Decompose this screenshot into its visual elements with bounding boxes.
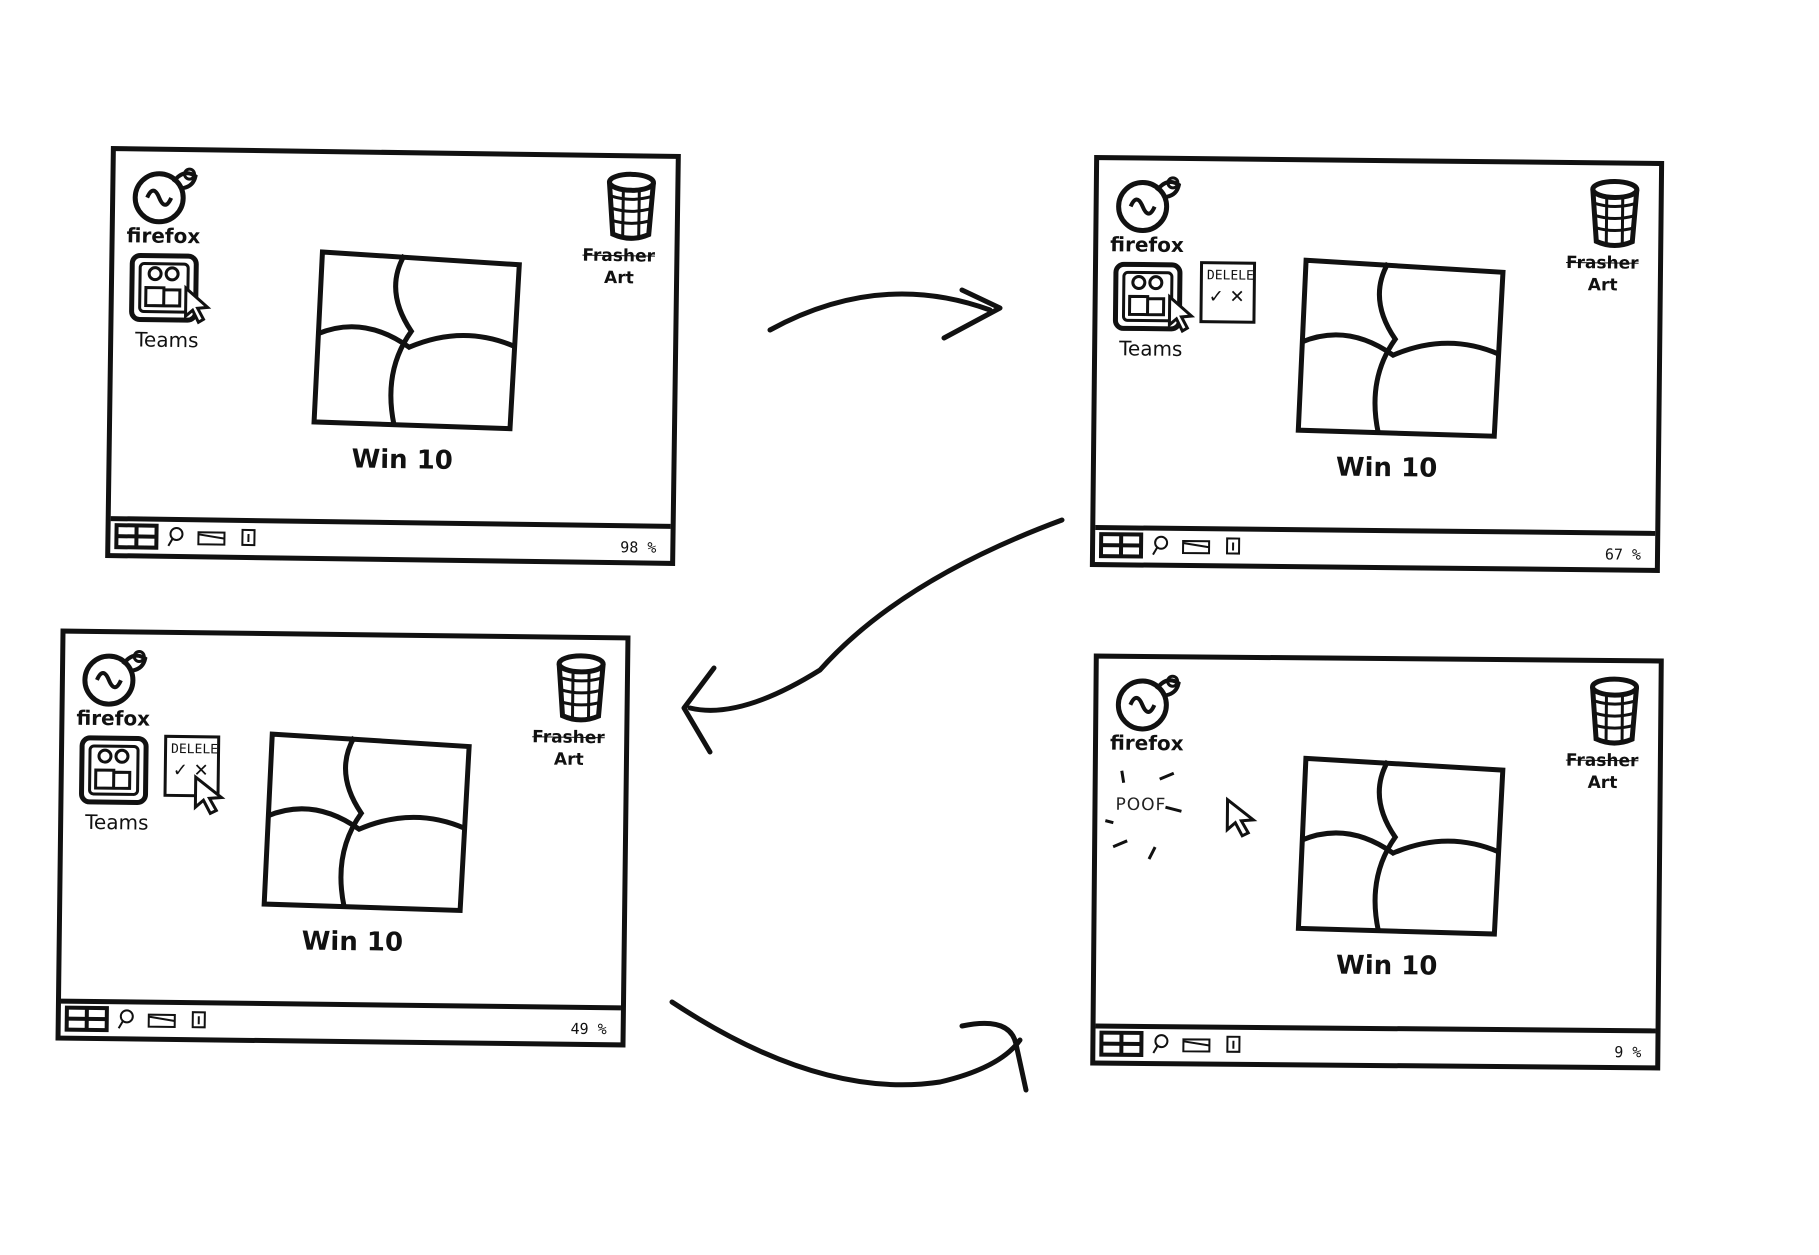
- recycle-bin-icon[interactable]: [552, 652, 609, 725]
- taskbar[interactable]: 49 %: [60, 998, 621, 1043]
- firefox-icon[interactable]: [1110, 168, 1191, 239]
- taskbar-icons[interactable]: [114, 523, 284, 551]
- battery-percent: 67 %: [1604, 545, 1642, 564]
- teams-label: Teams: [135, 327, 199, 353]
- store-icon: [191, 1011, 206, 1029]
- cursor-icon: [193, 774, 226, 816]
- start-icon: [1099, 1030, 1144, 1057]
- search-icon: [167, 526, 184, 547]
- recycle-bin-icon[interactable]: [1586, 675, 1643, 747]
- recycle-bin-label-2: Art: [1587, 275, 1618, 296]
- teams-icon[interactable]: [1111, 260, 1202, 334]
- center-label: Win 10: [1335, 950, 1438, 982]
- windows-logo-icon: [1295, 257, 1506, 439]
- popup-title: DELELE: [1206, 268, 1254, 284]
- windows-logo-icon: [261, 731, 472, 914]
- start-icon: [1098, 532, 1144, 559]
- teams-icon[interactable]: [77, 734, 168, 807]
- windows-logo-icon: [1295, 755, 1506, 937]
- folder-icon: [1182, 1038, 1211, 1053]
- flow-arrow: [669, 999, 1029, 1093]
- start-icon: [64, 1005, 109, 1033]
- store-icon: [1226, 1035, 1241, 1053]
- folder-icon: [147, 1013, 176, 1028]
- flow-arrow: [681, 517, 1065, 755]
- center-label: Win 10: [351, 444, 454, 476]
- search-icon: [1152, 535, 1169, 556]
- taskbar-icons[interactable]: [64, 1005, 235, 1034]
- teams-label: Teams: [85, 809, 149, 835]
- store-icon: [241, 528, 256, 547]
- recycle-bin-label: Frasher: [532, 727, 605, 749]
- recycle-bin-label-2: Art: [553, 749, 584, 770]
- search-icon: [1152, 1034, 1169, 1054]
- firefox-icon[interactable]: [127, 159, 208, 230]
- recycle-bin-label-2: Art: [1587, 772, 1618, 794]
- battery-percent: 49 %: [570, 1019, 607, 1039]
- recycle-bin-label: Frasher: [1565, 750, 1639, 772]
- battery-percent: 9 %: [1614, 1043, 1642, 1062]
- cursor-icon: [1167, 293, 1196, 334]
- teams-label: Teams: [1119, 336, 1183, 361]
- taskbar[interactable]: 9 %: [1095, 1023, 1656, 1066]
- firefox-label: firefox: [1109, 730, 1184, 756]
- cursor-icon: [183, 284, 212, 325]
- firefox-label: firefox: [126, 223, 201, 249]
- taskbar[interactable]: 67 %: [1094, 525, 1656, 568]
- center-label: Win 10: [301, 926, 404, 958]
- taskbar-icons[interactable]: [1098, 532, 1269, 560]
- windows-logo-icon: [311, 249, 522, 432]
- start-icon: [114, 523, 159, 550]
- taskbar-icons[interactable]: [1099, 1030, 1269, 1058]
- popup-options[interactable]: ✓ ✕: [1208, 286, 1245, 308]
- search-icon: [117, 1009, 134, 1029]
- firefox-label: firefox: [1110, 232, 1184, 257]
- recycle-bin-icon[interactable]: [1586, 177, 1643, 250]
- store-icon: [1225, 537, 1241, 555]
- firefox-icon[interactable]: [77, 642, 158, 713]
- taskbar[interactable]: 98 %: [110, 516, 671, 561]
- popup-title: DELELE: [170, 741, 219, 758]
- folder-icon: [1181, 539, 1211, 555]
- recycle-bin-label: Frasher: [582, 245, 656, 267]
- folder-icon: [197, 531, 226, 546]
- teams-icon[interactable]: [127, 251, 218, 325]
- poof-burst: [1104, 770, 1182, 860]
- recycle-bin-label: Frasher: [1565, 252, 1639, 274]
- recycle-bin-icon[interactable]: [603, 170, 660, 243]
- delete-popup[interactable]: DELELE ✓ ✕: [1199, 261, 1257, 324]
- recycle-bin-label-2: Art: [603, 267, 634, 289]
- cursor-icon: [1225, 796, 1258, 838]
- flow-arrow: [767, 287, 1003, 341]
- center-label: Win 10: [1335, 452, 1438, 484]
- battery-percent: 98 %: [620, 538, 657, 557]
- firefox-icon[interactable]: [1110, 667, 1191, 738]
- firefox-label: firefox: [76, 705, 151, 731]
